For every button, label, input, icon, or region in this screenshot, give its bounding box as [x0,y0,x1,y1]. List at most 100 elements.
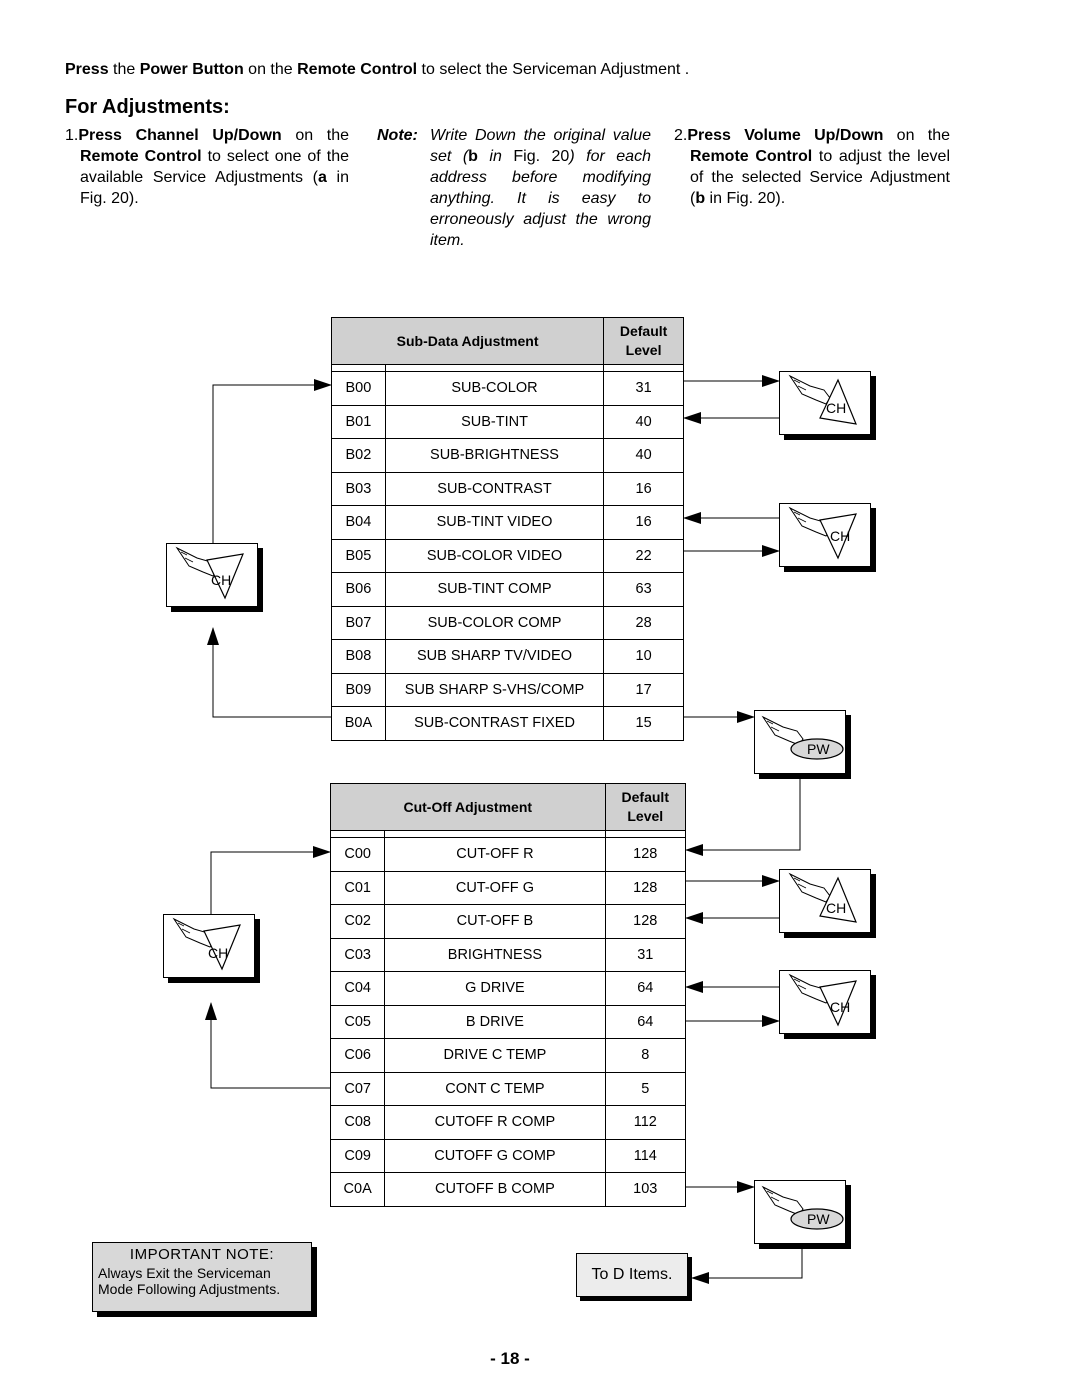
hand-pressing-channel-button-icon [175,546,244,600]
address-cell: B00 [331,371,386,406]
ch-label: CH [826,400,847,416]
important-note-title: IMPORTANT NOTE: [129,1246,275,1263]
adjustment-name-cell: SUB-CONTRAST [384,471,605,506]
adjustment-name-cell: BRIGHTNESS [384,937,606,972]
page-heading: For Adjustments: [65,96,230,118]
adjustment-name-cell: SUB SHARP TV/VIDEO [384,639,605,674]
step-1-text-3: in Fig. 20). [80,169,350,207]
pw-button-2: PW [754,1180,846,1244]
step-2: 2.Press Volume Up/Down on the Remote Con… [674,125,950,209]
pw-label: PW [807,1211,830,1227]
note-ref: b [468,148,478,165]
address-cell: C0A [329,1172,386,1207]
step-1-action: Press Channel Up/Down [78,127,282,144]
important-note-line-2: Mode Following Adjustments. [98,1281,281,1297]
note-text-2: in [477,148,514,165]
to-d-items-box: To D Items. [576,1253,688,1297]
default-level-cell: 128 [604,904,687,939]
intro-remote-control: Remote Control [297,61,418,78]
table-spacer-row [329,830,687,838]
adjustment-name-cell: CUT-OFF G [384,870,606,905]
note-text-1: Write Down the original value set ( [430,127,651,165]
address-cell: B07 [331,605,386,640]
adjustment-name-cell: SUB-TINT [384,404,605,439]
address-cell: B06 [331,572,386,607]
cut-level-label: Level [627,808,664,824]
hand-pressing-power-button-icon [761,715,844,760]
default-level-cell: 103 [604,1172,687,1207]
hand-pressing-channel-button-icon [788,506,857,560]
default-level-cell: 16 [603,505,684,540]
address-cell: C04 [329,971,386,1006]
address-cell: C06 [329,1038,386,1073]
pw-label: PW [807,741,830,757]
ch-label: CH [830,999,851,1015]
sub-level-label: Level [625,342,662,358]
step-2-text-2: to adjust the level of the selected Serv… [690,148,951,207]
adjustment-name-cell: SUB-BRIGHTNESS [384,438,605,473]
intro-instruction: Press the Power Button on the Remote Con… [65,60,1025,80]
step-1-remote: Remote Control [80,148,202,165]
hand-pressing-power-button-icon [761,1185,844,1230]
important-note-line-1: Always Exit the Serviceman [98,1265,271,1281]
intro-power-button: Power Button [139,61,244,78]
note-text-3: ) for each address before modifying anyt… [430,148,651,249]
default-level-cell: 40 [603,438,684,473]
ch-label: CH [211,572,232,588]
adjustment-name-cell: SUB-COLOR [384,371,605,406]
note-block: Note: Write Down the original value set … [377,125,651,251]
address-cell: B02 [331,438,386,473]
default-level-cell: 15 [603,706,684,741]
adjustment-name-cell: CUT-OFF R [384,837,606,872]
default-level-cell: 128 [604,870,687,905]
intro-press: Press [65,61,109,78]
default-level-cell: 112 [604,1105,687,1140]
adjustment-name-cell: SUB SHARP S-VHS/COMP [384,672,605,707]
pw-button-1: PW [754,710,846,774]
sub-default-label: Default [619,323,668,339]
ch-button-right-2: CH [779,503,871,567]
address-cell: C07 [329,1071,386,1106]
adjustment-name-cell: CONT C TEMP [384,1071,606,1106]
important-note-body: Always Exit the Serviceman Mode Followin… [98,1265,280,1297]
ch-button-right-3: CH [779,869,871,933]
default-level-cell: 10 [603,639,684,674]
step-2-remote: Remote Control [690,148,813,165]
address-cell: C09 [329,1138,386,1173]
sub-data-header: Sub-Data Adjustment [330,317,605,365]
adjustment-name-cell: CUTOFF G COMP [384,1138,606,1173]
step-2-action: Press Volume Up/Down [687,127,884,144]
adjustment-name-cell: SUB-CONTRAST FIXED [384,706,605,741]
adjustment-name-cell: SUB-COLOR COMP [384,605,605,640]
default-level-cell: 17 [603,672,684,707]
adjustment-name-cell: SUB-TINT COMP [384,572,605,607]
hand-pressing-channel-button-icon [172,917,241,971]
step-1-text-1: on the [281,127,349,144]
step-2-number: 2. [674,127,688,144]
adjustment-name-cell: SUB-COLOR VIDEO [384,538,605,573]
ch-button-left-2: CH [163,914,255,978]
ch-label: CH [208,945,229,961]
hand-pressing-channel-button-icon [788,872,857,923]
step-1: 1.Press Channel Up/Down on the Remote Co… [65,125,349,209]
